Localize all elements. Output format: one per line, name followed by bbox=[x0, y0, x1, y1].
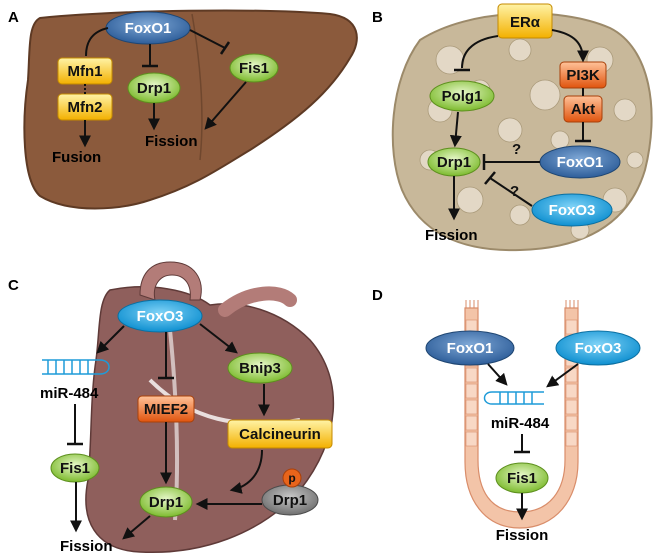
drp1-to-fission-arrow-c bbox=[122, 515, 151, 540]
villus-cilia bbox=[465, 300, 579, 308]
polg1-to-drp1-arrow bbox=[449, 111, 462, 148]
fission-label-a: Fission bbox=[145, 133, 198, 150]
polg1-node bbox=[429, 80, 495, 112]
foxo1-to-mfn1-line bbox=[85, 27, 109, 57]
era-node bbox=[497, 3, 553, 39]
era-to-polg1-line bbox=[461, 35, 499, 69]
fission-label-b: Fission bbox=[425, 227, 478, 244]
calcineurin-label: Calcineurin bbox=[239, 426, 321, 443]
foxo1-inhibit-fis1-bar bbox=[219, 41, 231, 55]
phospho-badge bbox=[282, 468, 302, 488]
foxo3-to-bnip3-arrow bbox=[199, 323, 238, 354]
pi3k-label: PI3K bbox=[566, 67, 600, 84]
mir484-label-c: miR-484 bbox=[40, 385, 99, 402]
mfn1-label: Mfn1 bbox=[68, 63, 103, 80]
drp1-label-c: Drp1 bbox=[149, 494, 183, 511]
panel-c: C FoxO3 miR-484 Bnip3 MIEF2 Calcineurin … bbox=[8, 261, 335, 555]
fis1-to-fission-arrow bbox=[204, 81, 247, 130]
panel-a-letter: A bbox=[8, 9, 19, 26]
foxo3-label-d: FoxO3 bbox=[575, 340, 622, 357]
liver-lobe-line bbox=[191, 13, 203, 161]
phospho-badge-label: p bbox=[288, 471, 295, 485]
panel-d-letter: D bbox=[372, 287, 383, 304]
mir484-hairpin-icon-d bbox=[483, 391, 544, 405]
aorta-shape bbox=[139, 261, 202, 301]
foxo1-node-d bbox=[425, 330, 515, 366]
panel-d: D FoxO1 FoxO3 mi bbox=[372, 287, 641, 544]
mfn2-label: Mfn2 bbox=[68, 99, 103, 116]
fis1-label-c: Fis1 bbox=[60, 460, 90, 477]
heart-vessel bbox=[218, 286, 297, 317]
fis1-label-d: Fis1 bbox=[507, 470, 537, 487]
foxo3-node-d bbox=[555, 330, 641, 366]
bnip3-node bbox=[227, 352, 293, 384]
drp1-node-c bbox=[139, 486, 193, 518]
foxo3-inhibit-drp1-b bbox=[489, 177, 533, 207]
calcineurin-to-drp1p-arrow bbox=[229, 449, 263, 494]
foxo3-node-b bbox=[531, 193, 613, 227]
era-label: ERα bbox=[510, 14, 541, 31]
mief2-label: MIEF2 bbox=[144, 401, 188, 418]
panel-b: B ERα Polg1 PI3K Akt Drp1 FoxO1 FoxO3 ? bbox=[372, 3, 653, 252]
fis1-node bbox=[229, 53, 279, 83]
foxo3-label-c: FoxO3 bbox=[137, 308, 184, 325]
akt-label: Akt bbox=[571, 101, 595, 118]
foxo3-inhibit-drp1-bar-b bbox=[484, 171, 496, 185]
panel-a: A FoxO1 Mfn1 Mfn2 Fusion Drp1 Fis1 Fissi… bbox=[8, 9, 358, 210]
foxo3-to-mir484-arrow bbox=[96, 325, 125, 354]
mir484-label-d: miR-484 bbox=[491, 415, 550, 432]
foxo1-inhibit-fis1 bbox=[189, 29, 226, 49]
fission-label-c: Fission bbox=[60, 538, 113, 555]
cell-vesicles bbox=[419, 38, 644, 240]
foxo1-label-b: FoxO1 bbox=[557, 154, 604, 171]
question-mark-2: ? bbox=[510, 183, 519, 200]
drp1-phospho-label: Drp1 bbox=[273, 492, 307, 509]
fis1-label: Fis1 bbox=[239, 60, 269, 77]
mir484-hairpin-icon bbox=[42, 359, 110, 375]
drp1-label: Drp1 bbox=[137, 80, 171, 97]
panel-c-letter: C bbox=[8, 277, 19, 294]
foxo3-node-c bbox=[117, 299, 203, 333]
calcineurin-node bbox=[227, 419, 333, 449]
foxo1-label-d: FoxO1 bbox=[447, 340, 494, 357]
question-mark-1: ? bbox=[512, 141, 521, 158]
era-to-pi3k-line bbox=[551, 29, 589, 63]
drp1-label-b: Drp1 bbox=[437, 154, 471, 171]
fission-label-d: Fission bbox=[496, 527, 549, 544]
foxo1-label: FoxO1 bbox=[125, 20, 172, 37]
fusion-label: Fusion bbox=[52, 149, 101, 166]
bnip3-label: Bnip3 bbox=[239, 360, 281, 377]
foxo3-to-mir484-arrow bbox=[546, 363, 579, 388]
foxo3-label-b: FoxO3 bbox=[549, 202, 596, 219]
foxo1-to-mir484-arrow bbox=[487, 363, 508, 386]
panel-b-letter: B bbox=[372, 9, 383, 26]
polg1-label: Polg1 bbox=[442, 88, 483, 105]
